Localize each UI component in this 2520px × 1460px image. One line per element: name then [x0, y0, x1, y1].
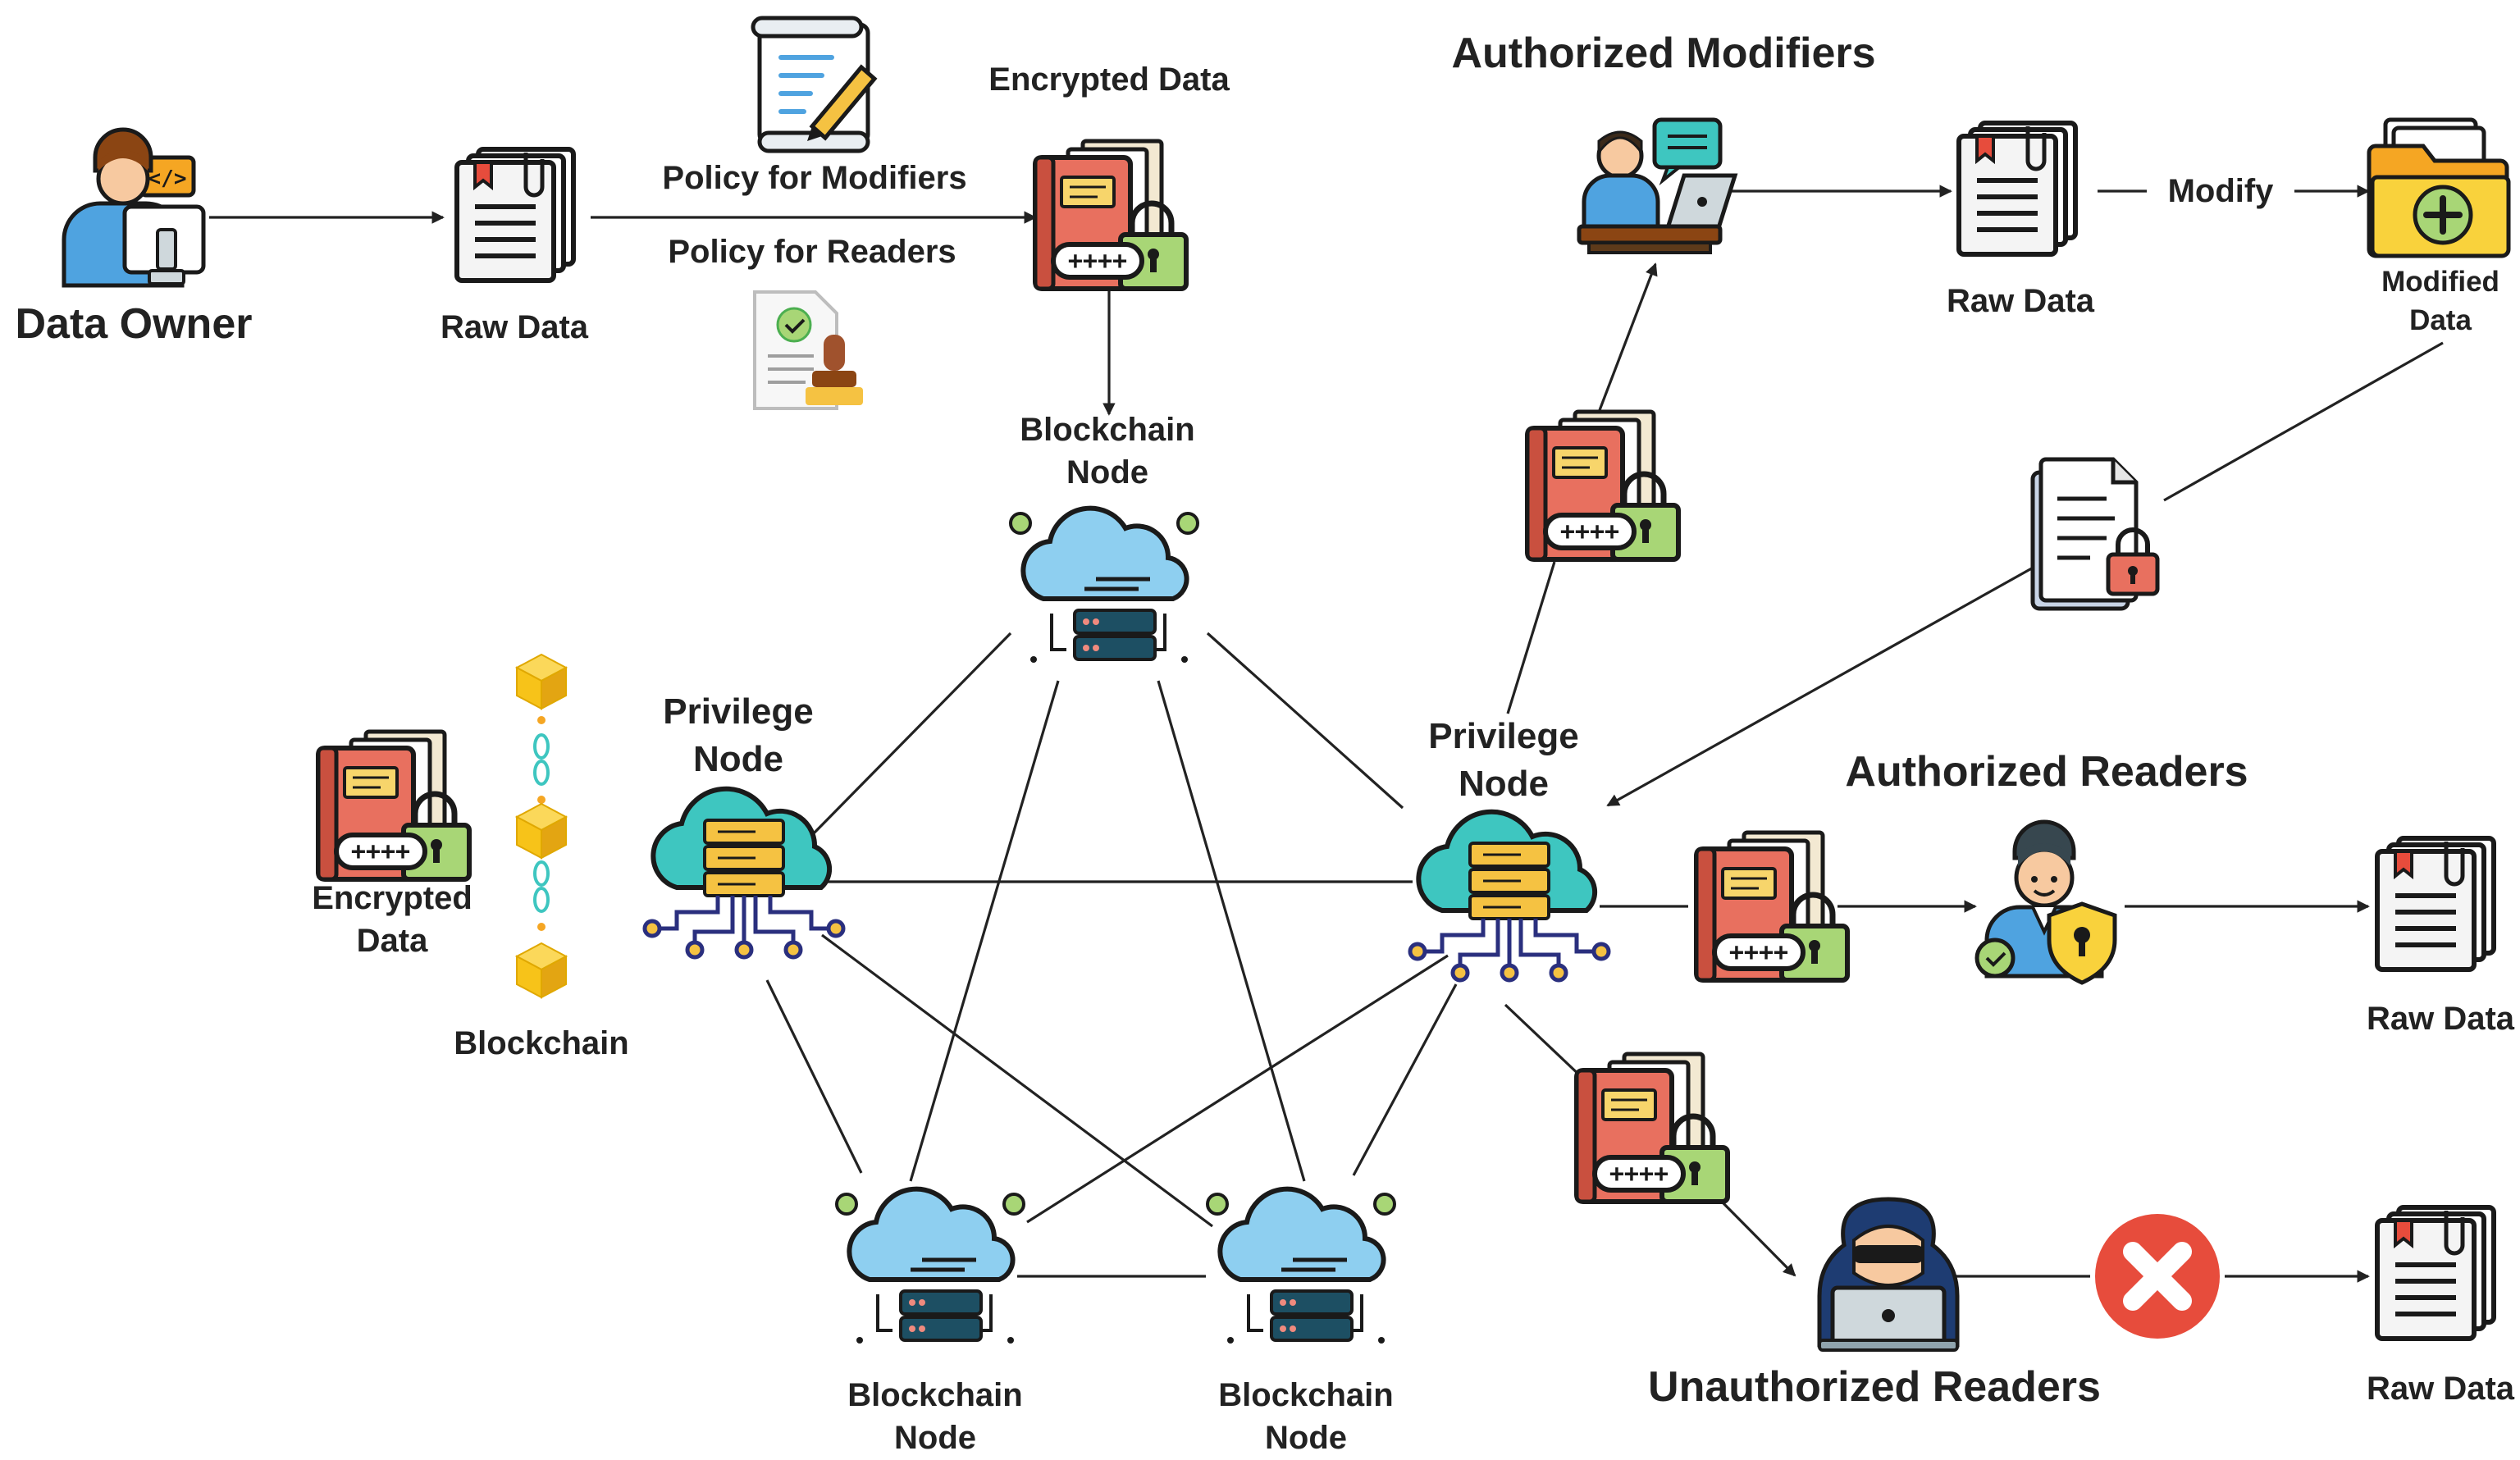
authorized-modifiers-heading: Authorized Modifiers	[1451, 30, 1875, 77]
certificate-stamp-icon	[753, 290, 863, 410]
raw-data-readers-document-icon	[2377, 838, 2494, 970]
blockchain-node-bottom-left-label-line1: Blockchain	[847, 1377, 1022, 1413]
authorized-reader-shield-user-icon	[1974, 819, 2117, 985]
access-denied-x-icon	[2095, 1214, 2220, 1339]
svg-text:</>: </>	[148, 167, 187, 191]
privilege-node-left-label-line1: Privilege	[663, 691, 813, 732]
blockchain-node-bottom-right-label-line1: Blockchain	[1218, 1377, 1393, 1413]
blockchain-node-top-label-line1: Blockchain	[1020, 412, 1194, 448]
raw-data-modifiers-label: Raw Data	[1947, 283, 2095, 319]
unauthorized-readers-heading: Unauthorized Readers	[1648, 1363, 2101, 1411]
encrypted-data-modifiers-book-icon	[1527, 412, 1678, 559]
blockchain-node-bottom-right-cloud-server-icon	[1208, 1189, 1395, 1344]
modified-data-folder-plus-icon	[2367, 117, 2511, 258]
raw-data-readers-label: Raw Data	[2367, 1001, 2515, 1037]
encrypted-data-left-label-line1: Encrypted	[312, 880, 472, 916]
encrypted-data-book-icon	[1035, 141, 1186, 289]
data-owner-person-laptop-icon: </>	[62, 127, 206, 288]
raw-data-top-label: Raw Data	[441, 309, 589, 345]
authorized-modifier-person-laptop-icon	[1577, 117, 1738, 254]
blockchain-chain-icon	[516, 654, 567, 998]
blockchain-node-top-cloud-server-icon	[1011, 509, 1198, 663]
raw-data-unauthorized-document-icon	[2377, 1207, 2494, 1339]
privilege-node-right-label-line2: Node	[1459, 764, 1549, 804]
raw-data-document-icon	[457, 149, 573, 281]
privilege-node-right-label-line1: Privilege	[1428, 716, 1578, 756]
privilege-node-left-cloud-icon	[645, 789, 843, 957]
modified-data-label-line1: Modified	[2381, 266, 2499, 298]
raw-data-unauthorized-label: Raw Data	[2367, 1371, 2515, 1407]
raw-data-modifiers-document-icon	[1959, 123, 2075, 254]
encrypted-data-unauthorized-book-icon	[1577, 1054, 1728, 1202]
locked-document-icon	[2030, 457, 2160, 611]
encrypted-data-top-label: Encrypted Data	[988, 62, 1230, 98]
policy-scroll-icon	[751, 16, 878, 153]
blockchain-node-top-label-line2: Node	[1066, 454, 1148, 490]
privilege-node-left-label-line2: Node	[693, 739, 783, 779]
modified-data-label-line2: Data	[2409, 304, 2472, 336]
policy-modifiers-label: Policy for Modifiers	[662, 160, 966, 196]
encrypted-data-left-book-icon	[318, 732, 469, 879]
policy-readers-label: Policy for Readers	[668, 234, 956, 270]
encrypted-data-readers-book-icon	[1696, 833, 1847, 980]
encrypted-data-left-label-line2: Data	[357, 923, 428, 959]
privilege-node-right-cloud-icon	[1410, 812, 1609, 980]
authorized-readers-heading: Authorized Readers	[1845, 748, 2248, 796]
data-owner-label: Data Owner	[16, 300, 253, 348]
blockchain-node-bottom-left-label-line2: Node	[894, 1420, 976, 1456]
edges	[209, 185, 2444, 1283]
unauthorized-reader-hacker-icon	[1817, 1197, 1960, 1352]
modify-label: Modify	[2168, 173, 2275, 209]
blockchain-node-bottom-left-cloud-server-icon	[837, 1189, 1024, 1344]
blockchain-label: Blockchain	[454, 1025, 628, 1061]
blockchain-node-bottom-right-label-line2: Node	[1265, 1420, 1347, 1456]
